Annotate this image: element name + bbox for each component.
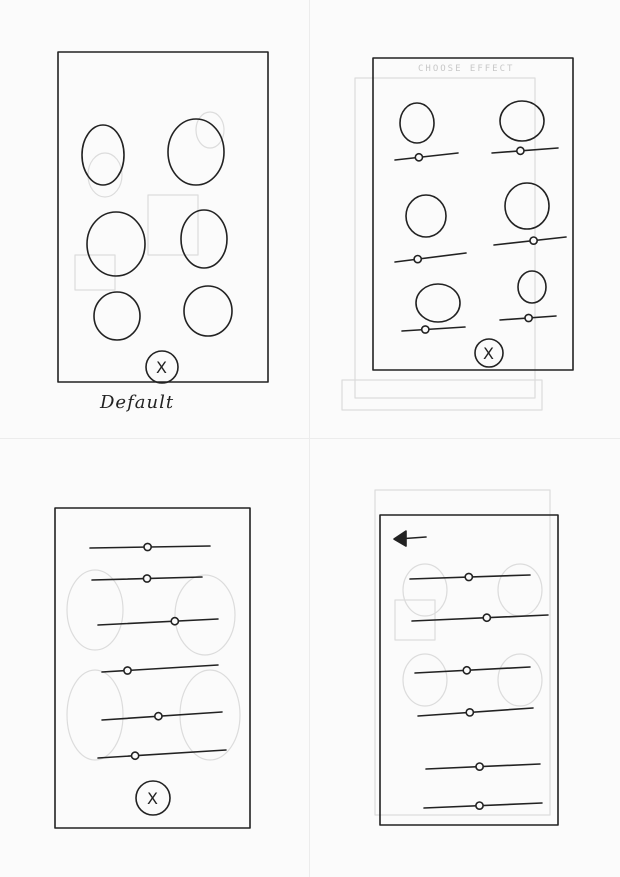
slider-track — [97, 749, 227, 759]
slider[interactable] — [414, 665, 531, 675]
slider-panel-back — [379, 514, 559, 826]
slider-track — [491, 147, 559, 154]
slider[interactable] — [491, 146, 559, 156]
default-caption: Default — [100, 392, 175, 413]
slider-thumb[interactable] — [130, 751, 140, 761]
slider[interactable] — [401, 325, 466, 334]
slider-track — [411, 614, 549, 622]
slider-panel-back-sliders — [409, 572, 549, 810]
effect-button[interactable] — [81, 124, 125, 186]
effect-intensity-panel: X — [372, 57, 574, 371]
slider-thumb[interactable] — [465, 708, 475, 717]
effect-button[interactable] — [504, 182, 550, 230]
slider[interactable] — [425, 762, 541, 771]
close-button[interactable]: X — [145, 350, 179, 384]
slider[interactable] — [417, 707, 534, 717]
slider-thumb[interactable] — [482, 613, 492, 623]
effect-button[interactable] — [180, 209, 228, 269]
close-icon: X — [156, 358, 167, 377]
close-button[interactable]: X — [474, 338, 504, 368]
slider[interactable] — [89, 542, 211, 552]
slider[interactable] — [394, 252, 467, 264]
slider[interactable] — [97, 616, 219, 626]
slider[interactable] — [101, 664, 219, 675]
slider[interactable] — [409, 572, 531, 582]
effect-intensity-sliders — [394, 146, 567, 334]
slider[interactable] — [97, 749, 227, 761]
slider-track — [97, 618, 219, 626]
default-panel-effect-buttons — [81, 118, 233, 341]
close-button[interactable]: X — [135, 780, 171, 816]
close-icon: X — [483, 344, 494, 363]
slider-panel: X — [54, 507, 251, 829]
slider[interactable] — [499, 313, 557, 323]
slider-thumb[interactable] — [142, 574, 152, 583]
slider-track — [414, 666, 531, 674]
slider[interactable] — [411, 613, 549, 623]
effect-button[interactable] — [517, 270, 547, 304]
effect-button[interactable] — [86, 211, 146, 277]
slider-thumb[interactable] — [464, 572, 474, 582]
slider[interactable] — [91, 574, 203, 583]
slider-track — [394, 252, 467, 263]
slider-thumb[interactable] — [524, 313, 533, 323]
effect-button[interactable] — [167, 118, 225, 186]
ghost-bleed-through — [66, 77, 551, 816]
effect-button[interactable] — [93, 291, 141, 341]
slider-panel-sliders — [89, 542, 227, 761]
slider-thumb[interactable] — [170, 616, 180, 626]
slider-thumb[interactable] — [153, 711, 163, 721]
slider-thumb[interactable] — [143, 542, 152, 552]
slider-thumb[interactable] — [516, 146, 525, 156]
slider-track — [394, 152, 459, 161]
slider-thumb[interactable] — [529, 236, 538, 245]
slider-thumb[interactable] — [420, 325, 430, 334]
ghost-title: CHOOSE EFFECT — [418, 64, 515, 74]
slider-track — [101, 664, 219, 673]
effect-button[interactable] — [415, 283, 461, 323]
slider[interactable] — [493, 236, 567, 246]
slider-thumb[interactable] — [475, 801, 484, 810]
back-arrow-head — [393, 530, 407, 547]
slider-track — [417, 707, 534, 717]
slider-thumb[interactable] — [475, 762, 484, 771]
slider-thumb[interactable] — [413, 254, 423, 264]
slider[interactable] — [394, 152, 459, 162]
slider-panel-back-frame — [379, 514, 559, 826]
effect-button[interactable] — [399, 102, 435, 144]
default-panel-frame — [57, 51, 269, 383]
effect-button[interactable] — [405, 194, 447, 238]
effect-button[interactable] — [183, 285, 233, 337]
effect-intensity-panel-frame — [372, 57, 574, 371]
effect-button[interactable] — [499, 100, 545, 142]
back-button[interactable] — [393, 530, 427, 547]
slider-track — [401, 326, 466, 332]
slider-panel-frame — [54, 507, 251, 829]
slider[interactable] — [423, 801, 543, 810]
slider-thumb[interactable] — [462, 665, 472, 675]
slider-thumb[interactable] — [123, 666, 132, 675]
close-icon: X — [147, 789, 158, 808]
paper-fold-horizontal — [0, 438, 620, 439]
effect-buttons — [399, 100, 550, 323]
slider[interactable] — [101, 711, 223, 721]
slider-thumb[interactable] — [414, 152, 424, 162]
default-panel: X — [57, 51, 269, 384]
